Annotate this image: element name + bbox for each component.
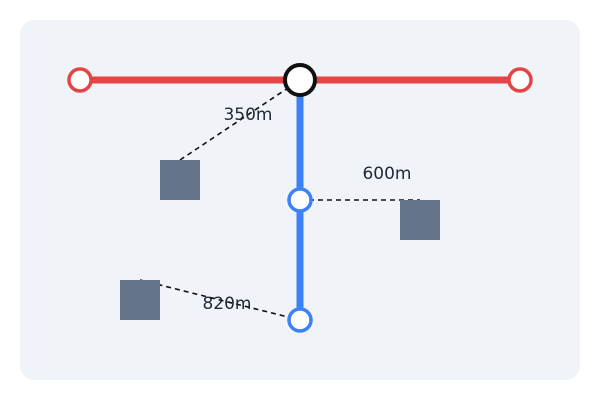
red-west-station[interactable]: [67, 67, 93, 93]
distance-label-building-c: 820m: [202, 294, 251, 314]
blue-middle-station[interactable]: [287, 187, 313, 213]
building-c: [120, 280, 160, 320]
distance-label-building-a: 350m: [223, 105, 272, 125]
distance-label-building-b: 600m: [362, 164, 411, 184]
red-east-station[interactable]: [507, 67, 533, 93]
blue-south-station[interactable]: [287, 307, 313, 333]
connector-building-c: [139, 279, 301, 321]
building-b: [400, 200, 440, 240]
connector-building-a: [179, 79, 301, 161]
transfer-station[interactable]: [283, 63, 317, 97]
building-a: [160, 160, 200, 200]
